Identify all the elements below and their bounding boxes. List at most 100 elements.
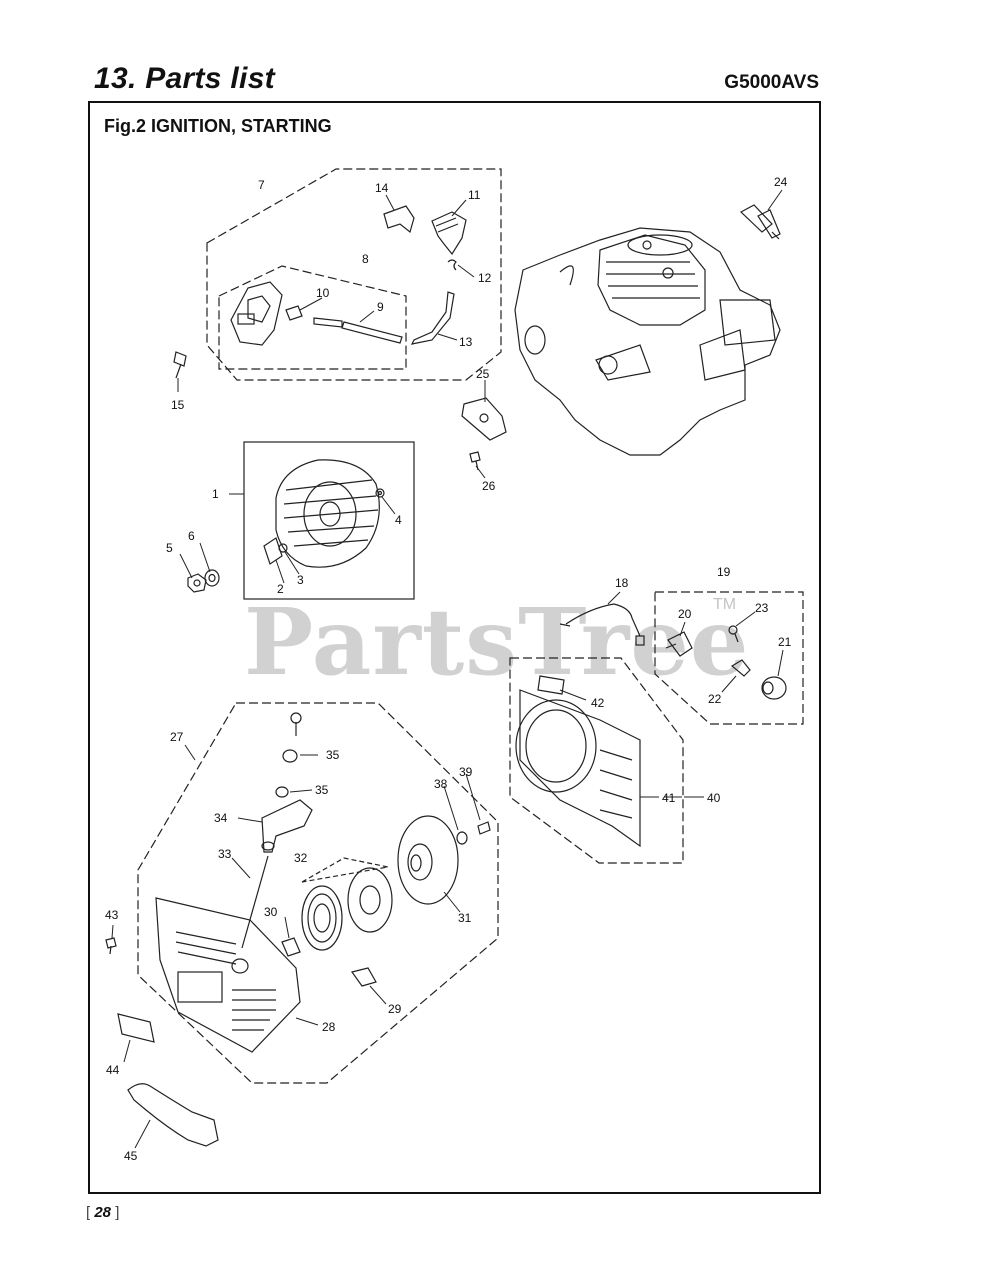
bushing-35	[282, 749, 298, 763]
callout-31: 31	[458, 911, 472, 925]
callout-14: 14	[375, 181, 389, 195]
callout-43: 43	[105, 908, 119, 922]
starter-rope-33	[241, 855, 269, 949]
starter-pulley-31	[397, 815, 459, 905]
starter-case-28	[155, 897, 301, 1053]
bushing-35b	[275, 786, 289, 798]
plug-cap-11	[431, 211, 467, 256]
boot-10	[285, 305, 303, 321]
fan-cover-41	[515, 689, 641, 848]
gasket-25	[461, 397, 507, 441]
screw-39	[477, 821, 491, 835]
washer-38	[456, 831, 468, 845]
callout-2: 2	[277, 582, 284, 596]
callout-32: 32	[294, 851, 308, 865]
callout-11: 11	[468, 188, 481, 202]
callout-34: 34	[214, 811, 228, 825]
page-number-value: 28	[94, 1204, 112, 1221]
callout-13: 13	[459, 335, 473, 349]
callout-15: 15	[171, 398, 185, 412]
spacer-22	[730, 659, 751, 677]
callout-20: 20	[678, 607, 692, 621]
spring-case-32	[347, 867, 393, 933]
screw-23	[728, 625, 739, 643]
callout-25: 25	[476, 367, 490, 381]
diagram-frame	[88, 101, 821, 1194]
callout-10: 10	[316, 286, 330, 300]
callout-labels: 1 2 3 4 5 6 7 8 9 10 11 12 13 14 15 18 1…	[105, 175, 792, 1163]
callout-35-lower: 35	[315, 783, 329, 797]
label-44	[117, 1013, 155, 1043]
switch-knob-21	[761, 676, 787, 700]
watermark-tm: TM	[713, 596, 737, 613]
callout-5: 5	[166, 541, 173, 555]
callout-3: 3	[297, 573, 304, 587]
callout-44: 44	[106, 1063, 120, 1077]
nut-5	[187, 573, 207, 593]
lead-wire-18	[559, 603, 645, 646]
ignition-coil	[230, 281, 283, 346]
callout-23: 23	[755, 601, 769, 615]
bolt-35-top	[290, 712, 302, 736]
page-title: 13. Parts list	[94, 62, 275, 95]
callout-19: 19	[717, 565, 731, 579]
callout-33: 33	[218, 847, 232, 861]
group-27-outline	[137, 702, 499, 1084]
callout-6: 6	[188, 529, 195, 543]
group-19-outline	[654, 591, 804, 725]
pawl-2	[263, 537, 283, 565]
callout-9: 9	[377, 300, 384, 314]
callout-45: 45	[124, 1149, 138, 1163]
callout-40: 40	[707, 791, 721, 805]
callout-22: 22	[708, 692, 722, 706]
bolt-43	[105, 937, 117, 955]
flywheel	[275, 459, 380, 568]
callout-24: 24	[774, 175, 788, 189]
leader-lines	[111, 189, 784, 1149]
hv-cord-9	[313, 317, 403, 344]
group-8-outline	[218, 265, 407, 370]
callout-28: 28	[322, 1020, 336, 1034]
clamp-14	[383, 205, 415, 234]
group-40-outline	[509, 657, 684, 864]
bolt-3	[278, 543, 288, 553]
spiral-spring-32	[301, 885, 343, 951]
switch-20	[665, 631, 693, 657]
callout-42: 42	[591, 696, 605, 710]
callout-18: 18	[615, 576, 629, 590]
group-7-outline	[206, 168, 502, 381]
callout-1: 1	[212, 487, 219, 501]
collar-30	[281, 937, 301, 957]
pawl-29	[350, 967, 377, 987]
callout-4: 4	[395, 513, 402, 527]
figure-caption: Fig.2 IGNITION, STARTING	[104, 116, 332, 136]
callout-8: 8	[362, 252, 369, 266]
label-42	[537, 675, 565, 695]
spring-12	[447, 259, 457, 271]
screw-26	[469, 451, 481, 471]
spark-plug	[739, 204, 781, 240]
handle-34	[261, 799, 313, 853]
callout-26: 26	[482, 479, 496, 493]
callout-7: 7	[258, 178, 265, 192]
washer-6	[204, 569, 220, 587]
page-number: [ 28 ]	[86, 1204, 120, 1221]
bolt-15	[173, 351, 187, 379]
watermark: PartsTree	[244, 588, 750, 696]
engine-block	[514, 227, 781, 456]
callout-21: 21	[778, 635, 792, 649]
callout-41: 41	[662, 791, 676, 805]
model-number: G5000AVS	[724, 72, 819, 93]
group-32-outline	[301, 857, 389, 883]
callout-27: 27	[170, 730, 184, 744]
grip-45	[127, 1083, 219, 1147]
terminal-13	[410, 291, 455, 345]
flywheel-group-outline	[243, 441, 415, 600]
callout-39: 39	[459, 765, 473, 779]
washer-4	[375, 488, 385, 498]
callout-30: 30	[264, 905, 278, 919]
callout-38: 38	[434, 777, 448, 791]
callout-29: 29	[388, 1002, 402, 1016]
callout-35-upper: 35	[326, 748, 340, 762]
